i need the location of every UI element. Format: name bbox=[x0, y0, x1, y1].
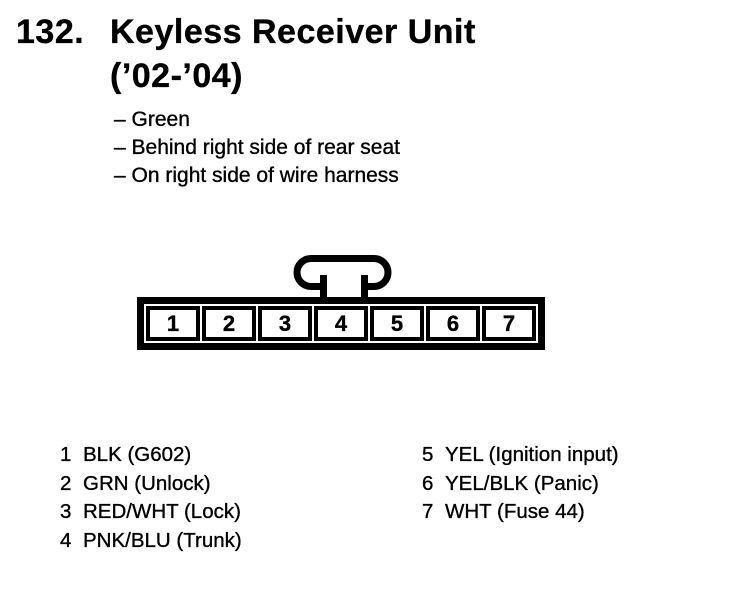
pin-label: YEL/BLK (Panic) bbox=[445, 471, 599, 495]
pinout-row: 3 RED/WHT (Lock) bbox=[60, 498, 242, 527]
note-line: – Green bbox=[114, 108, 190, 131]
pin-number: 5 bbox=[422, 443, 434, 466]
section-title-line2: (’02-’04) bbox=[110, 57, 243, 95]
pin-number: 3 bbox=[60, 500, 72, 524]
connector-pin-cell-4: 4 bbox=[314, 306, 368, 341]
pin-label: WHT (Fuse 44) bbox=[445, 500, 585, 524]
pin-label: RED/WHT (Lock) bbox=[83, 500, 241, 524]
pin-number: 6 bbox=[422, 471, 434, 495]
pin-number: 1 bbox=[60, 443, 72, 466]
connector-diagram: 1 2 3 4 5 6 7 bbox=[137, 297, 545, 350]
pinout-row: 2 GRN (Unlock) bbox=[60, 470, 242, 499]
pinout-row: 5 YEL (Ignition input) bbox=[422, 441, 619, 470]
pin-label: GRN (Unlock) bbox=[83, 471, 211, 495]
note-line: – On right side of wire harness bbox=[114, 164, 399, 187]
pinout-row: 7 WHT (Fuse 44) bbox=[422, 498, 619, 527]
connector-pin-cell-2: 2 bbox=[202, 306, 256, 341]
pin-number: 4 bbox=[60, 528, 72, 552]
section-title: Keyless Receiver Unit (’02-’04) bbox=[110, 10, 476, 98]
pin-number: 7 bbox=[422, 500, 434, 524]
pinout-row: 1 BLK (G602) bbox=[60, 441, 242, 470]
pinout-row: 4 PNK/BLU (Trunk) bbox=[60, 527, 242, 556]
note-line: – Behind right side of rear seat bbox=[114, 136, 401, 159]
connector-pin-cell-3: 3 bbox=[258, 306, 312, 341]
connector-pin-cell-6: 6 bbox=[426, 306, 480, 341]
connector-pin-cell-1: 1 bbox=[146, 306, 200, 341]
pin-label: BLK (G602) bbox=[83, 443, 192, 466]
pin-label: YEL (Ignition input) bbox=[445, 443, 619, 466]
section-title-line1: Keyless Receiver Unit bbox=[110, 13, 476, 51]
connector-pin-cell-7: 7 bbox=[482, 306, 536, 341]
pinout-list-right: 5 YEL (Ignition input) 6 YEL/BLK (Panic)… bbox=[422, 441, 619, 527]
connector-latch-tab bbox=[293, 255, 392, 300]
pin-number: 2 bbox=[60, 471, 72, 495]
latch-neck-opening bbox=[327, 273, 361, 300]
pinout-row: 6 YEL/BLK (Panic) bbox=[422, 470, 619, 499]
location-notes: – Green – Behind right side of rear seat… bbox=[114, 106, 400, 190]
section-number: 132. bbox=[16, 13, 85, 51]
pinout-list-left: 1 BLK (G602) 2 GRN (Unlock) 3 RED/WHT (L… bbox=[60, 441, 242, 555]
section-heading: 132. Keyless Receiver Unit (’02-’04) bbox=[16, 10, 476, 98]
connector-pin-cell-5: 5 bbox=[370, 306, 424, 341]
pin-label: PNK/BLU (Trunk) bbox=[83, 528, 242, 552]
